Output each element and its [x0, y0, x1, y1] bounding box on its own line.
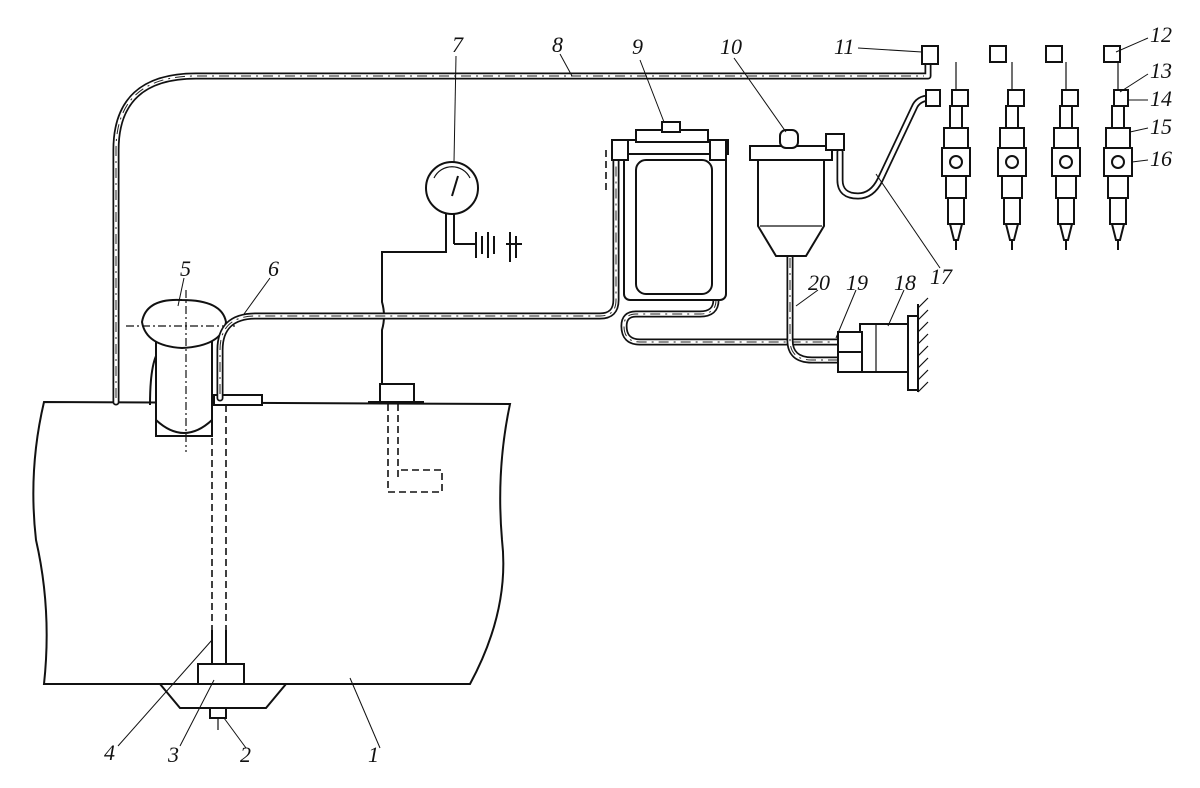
label-15: 15	[1150, 114, 1172, 139]
fine-filter-outlet-line	[836, 94, 934, 200]
label-10: 10	[720, 34, 742, 59]
label-11: 11	[834, 34, 854, 59]
injector	[997, 62, 1027, 250]
fuel-pump	[837, 297, 929, 393]
coarse-filter	[605, 121, 729, 301]
label-7: 7	[452, 32, 464, 57]
filler-neck	[126, 290, 236, 452]
filter-to-pump-line	[620, 156, 842, 346]
label-17: 17	[930, 264, 953, 289]
label-9: 9	[632, 34, 643, 59]
label-14: 14	[1150, 86, 1172, 111]
fuel-intake-pipe	[197, 394, 263, 685]
label-12: 12	[1150, 22, 1172, 47]
label-1: 1	[368, 742, 379, 767]
fuel-level-sensor	[368, 383, 443, 493]
fine-filter	[749, 129, 845, 257]
label-6: 6	[268, 256, 279, 281]
injector	[1051, 62, 1081, 250]
fuel-gauge	[425, 161, 479, 215]
return-manifold	[921, 45, 1121, 65]
return-line	[112, 52, 932, 406]
label-2: 2	[240, 742, 251, 767]
label-4: 4	[104, 740, 115, 765]
label-8: 8	[552, 32, 563, 57]
label-5: 5	[180, 256, 191, 281]
label-3: 3	[167, 742, 179, 767]
leader-lines	[117, 37, 1149, 749]
label-20: 20	[808, 270, 830, 295]
label-13: 13	[1150, 58, 1172, 83]
injector	[941, 62, 971, 250]
label-18: 18	[894, 270, 916, 295]
label-19: 19	[846, 270, 868, 295]
gauge-wire	[381, 214, 522, 384]
callout-labels: 1 2 3 4 5 6 7 8 9 10 11 12 13 14 15 16 1…	[104, 22, 1172, 767]
label-16: 16	[1150, 146, 1172, 171]
supply-manifold	[925, 89, 1129, 107]
supply-line	[216, 156, 620, 402]
pump-to-fine-filter-line	[786, 156, 846, 364]
fuel-tank	[32, 400, 512, 730]
